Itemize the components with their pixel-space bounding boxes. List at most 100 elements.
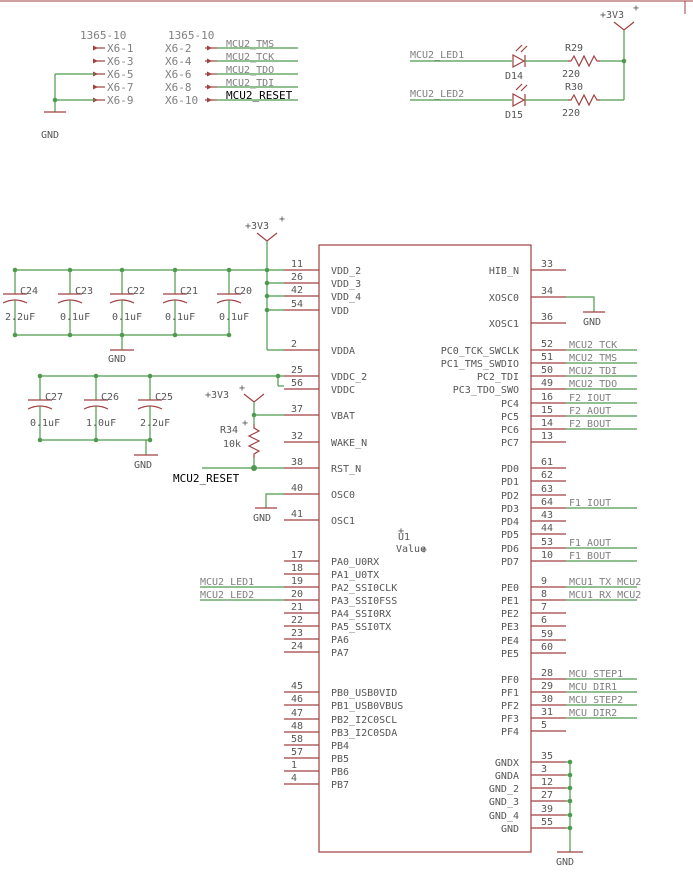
mcu-chip: U1 Value + + 11VDD_226VDD_342VDD_454VDD2…: [200, 244, 641, 868]
chip-pin-label: PD3: [501, 504, 519, 515]
cap-name: C20: [234, 286, 252, 297]
chip-pin-number: 63: [541, 484, 553, 495]
chip-right-net-label: F1_AOUT: [569, 538, 611, 549]
chip-pin-label: WAKE_N: [331, 438, 367, 449]
chip-pin-label: PF3: [501, 714, 519, 725]
chip-pin-number: 41: [291, 509, 303, 520]
gnd-label-connector: GND: [41, 130, 59, 141]
chip-right-net-label: MCU2_TCK: [569, 340, 617, 351]
chip-pin-label: PF4: [501, 727, 519, 738]
chip-pin-number: 12: [541, 777, 553, 788]
chip-pin-label: VDD: [331, 306, 349, 317]
chip-pin-label: PA7: [331, 648, 349, 659]
chip-pin-number: 51: [541, 352, 553, 363]
chip-pin-number: 3: [541, 764, 547, 775]
chip-pin-label: VBAT: [331, 411, 355, 422]
chip-right-net-label: F1_BOUT: [569, 551, 611, 562]
chip-pin-number: 57: [291, 747, 303, 758]
chip-right-net-label: F1_IOUT: [569, 498, 611, 509]
cap-name: C22: [127, 286, 145, 297]
chip-pin-label: PF2: [501, 701, 519, 712]
chip-pin-label: PF0: [501, 675, 519, 686]
chip-pin-number: 61: [541, 457, 553, 468]
chip-pin-number: 42: [291, 285, 303, 296]
chip-right-net-label: MCU2_TDO: [569, 379, 617, 390]
chip-pin-number: 55: [541, 817, 553, 828]
chip-pin-label: GND_3: [489, 797, 519, 808]
chip-pin-label: PE2: [501, 609, 519, 620]
chip-pin-number: 4: [291, 773, 297, 784]
chip-pin-number: 10: [541, 550, 553, 561]
chip-pin-number: 60: [541, 642, 553, 653]
svg-text:+: +: [242, 418, 248, 429]
chip-pin-number: 50: [541, 365, 553, 376]
chip-pin-number: 38: [291, 457, 303, 468]
chip-right-net-label: MCU2_TDI: [569, 366, 617, 377]
chip-right-net-label: F2_BOUT: [569, 419, 611, 430]
chip-pin-number: 48: [291, 721, 303, 732]
cap-value: 0.1uF: [219, 312, 249, 323]
chip-pin-number: 16: [541, 392, 553, 403]
connector-pin-label: X6-8: [165, 81, 192, 94]
connector-net-label: MCU2_TDI: [226, 78, 274, 89]
chip-pin-number: 43: [541, 510, 553, 521]
chip-right-net-label: MCU1_RX_MCU2: [569, 590, 641, 601]
svg-text:+: +: [421, 545, 427, 556]
chip-pin-label: PA0_U0RX: [331, 557, 379, 568]
chip-pin-number: 20: [291, 589, 303, 600]
chip-pin-number: 33: [541, 259, 553, 270]
cap-name: C26: [101, 392, 119, 403]
chip-pin-label: XOSC1: [489, 319, 519, 330]
chip-pin-label: PD5: [501, 530, 519, 541]
chip-pin-label: PB3_I2C0SDA: [331, 728, 397, 739]
chip-pin-label: PA6: [331, 635, 349, 646]
chip-pin-number: 56: [291, 378, 303, 389]
chip-pin-label: PA5_SSI0TX: [331, 622, 391, 633]
chip-gnd-label: GND: [556, 857, 574, 868]
chip-right-net-label: MCU_STEP2: [569, 695, 623, 706]
chip-pin-number: 22: [291, 615, 303, 626]
cap-name: C27: [45, 392, 63, 403]
chip-pin-label: PC5: [501, 412, 519, 423]
connector-pin-label: X6-9: [107, 94, 134, 107]
connector-x6: 1365-10 1365-10 X6-1X6-3X6-5X6-7X6-9 X6-…: [41, 29, 298, 141]
chip-pin-label: XOSC0: [489, 293, 519, 304]
chip-pin-label: GND_4: [489, 811, 519, 822]
chip-pin-label: VDD_3: [331, 279, 361, 290]
svg-text:+: +: [398, 526, 404, 537]
cap-value: 1.0uF: [86, 418, 116, 429]
chip-left-net-label: MCU2_LED2: [200, 590, 254, 601]
chip-pin-number: 2: [291, 339, 297, 350]
chip-pin-label: GNDA: [495, 771, 519, 782]
chip-pin-number: 31: [541, 707, 553, 718]
chip-left-net-label: MCU2_LED1: [200, 577, 254, 588]
chip-pin-number: 24: [291, 641, 303, 652]
chip-pin-number: 27: [541, 790, 553, 801]
cap-name: C25: [155, 392, 173, 403]
connector-net-label: MCU2_TMS: [226, 39, 274, 50]
chip-pin-number: 45: [291, 681, 303, 692]
chip-pin-number: 25: [291, 365, 303, 376]
chip-pin-label: PC4: [501, 399, 519, 410]
connector-pin-label: X6-4: [165, 55, 192, 68]
chip-pin-number: 28: [541, 668, 553, 679]
connector-net-label: MCU2_TDO: [226, 65, 274, 76]
chip-value: Value: [396, 544, 426, 555]
chip-pin-label: PB7: [331, 780, 349, 791]
reset-supply-label: +3V3: [205, 390, 229, 401]
chip-pin-number: 14: [541, 418, 553, 429]
chip-pin-number: 17: [291, 550, 303, 561]
cap-value: 0.1uF: [30, 418, 60, 429]
chip-pin-label: GND_2: [489, 784, 519, 795]
chip-pin-number: 54: [291, 299, 303, 310]
chip-pin-label: VDDC: [331, 385, 355, 396]
chip-pin-number: 32: [291, 431, 303, 442]
chip-pin-label: VDD_4: [331, 292, 361, 303]
chip-pin-number: 37: [291, 404, 303, 415]
chip-pin-number: 49: [541, 378, 553, 389]
chip-pin-number: 30: [541, 694, 553, 705]
led-net-label: MCU2_LED2: [410, 89, 464, 100]
chip-pin-label: VDDC_2: [331, 372, 367, 383]
connector-b-title: 1365-10: [168, 29, 214, 42]
chip-pin-number: 26: [291, 272, 303, 283]
